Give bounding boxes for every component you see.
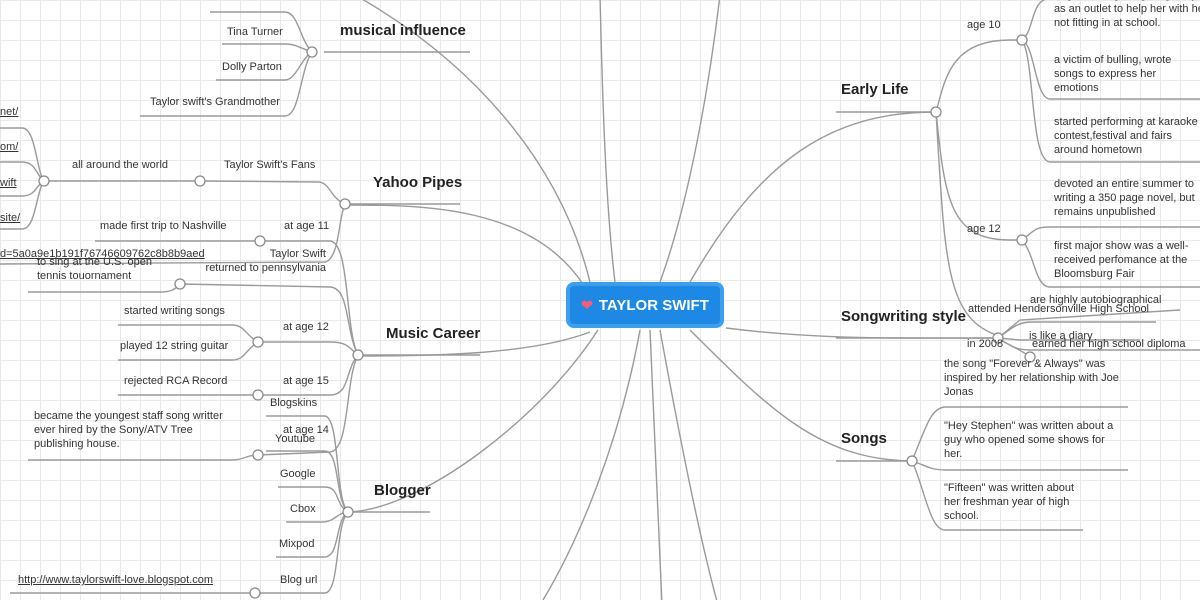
link-pipe-id[interactable]: d=5a0a9e1b191f76746609762c8b8b9aed: [0, 248, 205, 260]
topic-us-open[interactable]: to sing at the U.S. open tennis touornam…: [37, 256, 152, 282]
central-topic-label: TAYLOR SWIFT: [598, 296, 709, 314]
topic-at-age-11[interactable]: at age 11: [284, 220, 330, 232]
topic-forever-and-always[interactable]: the song "Forever & Always" was inspired…: [944, 358, 1119, 398]
topic-in-2008[interactable]: in 2008: [967, 338, 1004, 350]
topic-like-a-diary[interactable]: is like a diary: [1029, 330, 1093, 342]
topic-highly-autobiographical[interactable]: are highly autobiographical: [1030, 294, 1162, 306]
topic-at-age-15[interactable]: at age 15: [283, 375, 329, 387]
topic-age-12[interactable]: age 12: [967, 223, 1001, 235]
topic-karaoke-contests[interactable]: started performing at karaoke contest,fe…: [1054, 116, 1198, 156]
topic-cbox[interactable]: Cbox: [290, 503, 316, 515]
topic-rejected-rca[interactable]: rejected RCA Record: [124, 375, 228, 387]
topic-google[interactable]: Google: [280, 468, 316, 480]
topic-blogskins[interactable]: Blogskins: [270, 397, 318, 409]
link-om[interactable]: om/: [0, 141, 19, 153]
topic-mixpod[interactable]: Mixpod: [279, 538, 315, 550]
topic-all-around-the-world[interactable]: all around the world: [72, 159, 169, 171]
topic-taylor-swifts-fans[interactable]: Taylor Swift's Fans: [224, 159, 316, 171]
branch-music-career[interactable]: Music Career: [386, 325, 481, 342]
topic-first-trip-nashville[interactable]: made first trip to Nashville: [100, 220, 227, 232]
link-wift[interactable]: wift: [0, 177, 17, 189]
topic-youtube[interactable]: Youtube: [275, 433, 315, 445]
branch-songs[interactable]: Songs: [841, 430, 887, 447]
branch-yahoo-pipes[interactable]: Yahoo Pipes: [373, 174, 463, 191]
link-net[interactable]: net/: [0, 106, 19, 118]
topic-bloomsburg-fair[interactable]: first major show was a well-received per…: [1054, 240, 1189, 280]
topic-hendersonville-high[interactable]: attended Hendersonville High School: [968, 303, 1150, 315]
branch-early-life[interactable]: Early Life: [841, 81, 909, 98]
branch-songwriting-style[interactable]: Songwriting style: [841, 308, 967, 325]
topic-fifteen[interactable]: "Fifteen" was written about her freshman…: [944, 482, 1075, 522]
topic-at-age-12[interactable]: at age 12: [283, 321, 329, 333]
branch-blogger[interactable]: Blogger: [374, 482, 431, 499]
link-blog-url[interactable]: http://www.taylorswift-love.blogspot.com: [18, 574, 214, 586]
topic-dolly-parton[interactable]: Dolly Parton: [222, 61, 282, 73]
topic-returned-pennsylvania[interactable]: Taylor Swift returned to pennsylvania: [205, 248, 326, 274]
topic-tina-turner[interactable]: Tina Turner: [227, 26, 283, 38]
topic-victim-of-bulling[interactable]: a victim of bulling, wrote songs to expr…: [1054, 54, 1172, 94]
topic-grandmother[interactable]: Taylor swift's Grandmother: [150, 96, 280, 108]
topic-hey-stephen[interactable]: "Hey Stephen" was written about a guy wh…: [944, 420, 1114, 460]
topic-age-10[interactable]: age 10: [967, 19, 1001, 31]
central-topic[interactable]: ❤ TAYLOR SWIFT: [566, 282, 724, 328]
heart-icon: ❤: [581, 296, 593, 313]
topic-began-writing-songs[interactable]: began writing songs regularly as an outl…: [1054, 0, 1200, 29]
topic-started-writing-songs[interactable]: started writing songs: [124, 305, 225, 317]
topic-high-school-diploma[interactable]: earned her high school diploma: [1032, 338, 1186, 350]
branch-musical-influence[interactable]: musical influence: [340, 22, 466, 39]
topic-350-page-novel[interactable]: devoted an entire summer to writing a 35…: [1054, 178, 1195, 218]
topic-12-string-guitar[interactable]: played 12 string guitar: [120, 340, 229, 352]
topic-at-age-14[interactable]: at age 14: [283, 424, 329, 436]
topic-sony-atv[interactable]: became the youngest staff song writter e…: [34, 410, 223, 450]
link-site[interactable]: site/: [0, 212, 21, 224]
topic-blog-url[interactable]: Blog url: [280, 574, 318, 586]
